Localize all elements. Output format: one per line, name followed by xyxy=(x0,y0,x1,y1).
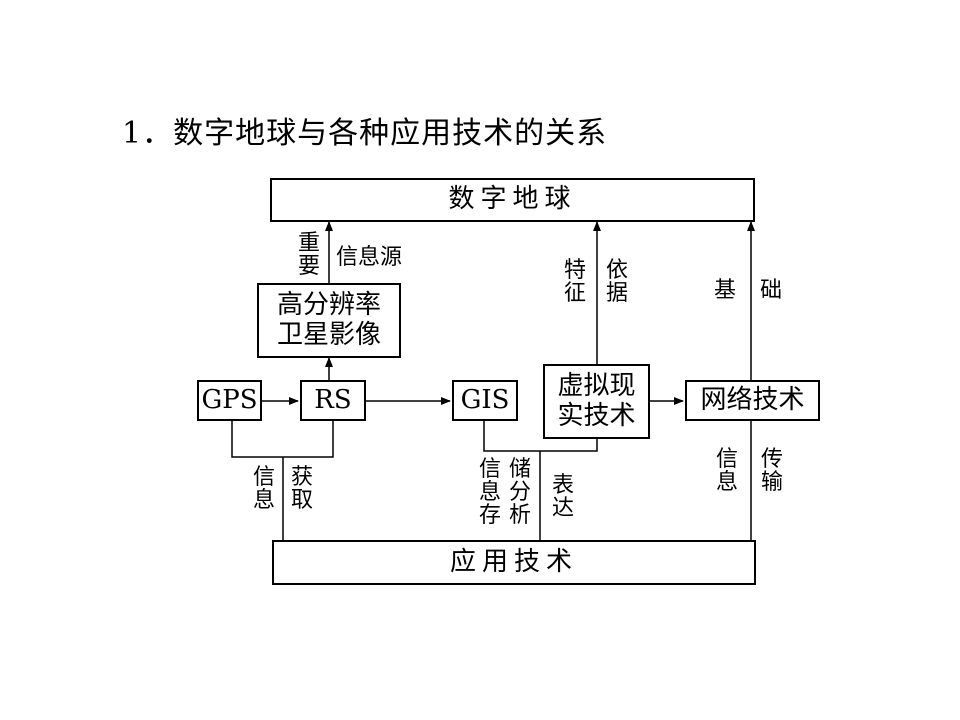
label-storage-analysis: 储分析 xyxy=(508,457,531,529)
gis-box: GIS xyxy=(452,380,518,421)
vr-line2: 实技术 xyxy=(557,400,636,431)
page-title: 1．数字地球与各种应用技术的关系 xyxy=(122,116,608,151)
label-info-c: 信息 xyxy=(715,447,738,496)
satellite-line2: 卫星影像 xyxy=(276,319,381,350)
label-feature: 特征 xyxy=(563,258,586,307)
label-info-source: 信息源 xyxy=(336,245,403,270)
label-info-a: 信息 xyxy=(252,465,275,514)
label-acquire: 获取 xyxy=(290,465,313,514)
satellite-line1: 高分辨率 xyxy=(276,289,381,320)
label-express: 表达 xyxy=(551,473,574,522)
label-foundation-1: 基 xyxy=(714,278,737,303)
label-info-b: 信息存 xyxy=(478,457,501,529)
line-gps-rs-bracket xyxy=(231,421,334,458)
application-technology-box: 应用技术 xyxy=(272,540,756,585)
label-transmit: 传输 xyxy=(760,447,783,496)
virtual-reality-box: 虚拟现 实技术 xyxy=(543,364,650,439)
satellite-imagery-box: 高分辨率 卫星影像 xyxy=(257,283,401,358)
label-foundation-2: 础 xyxy=(760,278,783,303)
label-basis: 依据 xyxy=(605,258,628,307)
label-important: 重要 xyxy=(297,231,320,280)
vr-line1: 虚拟现 xyxy=(557,370,636,401)
network-technology-box: 网络技术 xyxy=(685,380,820,421)
gps-box: GPS xyxy=(197,380,262,421)
rs-box: RS xyxy=(300,380,366,421)
digital-earth-box: 数字地球 xyxy=(270,178,755,222)
